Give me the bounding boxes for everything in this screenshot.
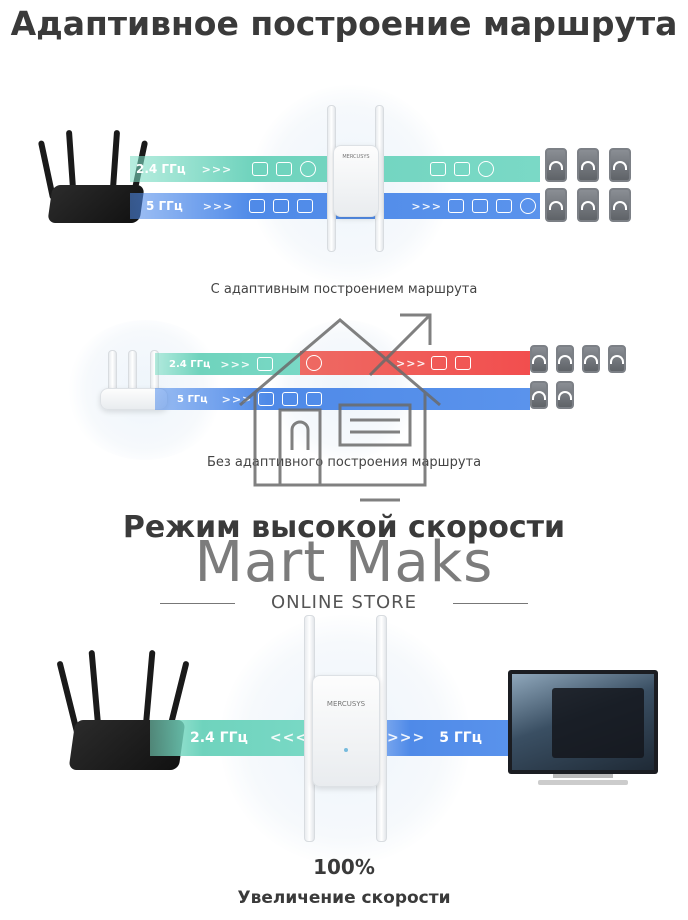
tv-display bbox=[508, 670, 658, 790]
camera-icon bbox=[252, 162, 269, 176]
devices-5 bbox=[545, 188, 631, 222]
band-24-congested: >>> bbox=[300, 351, 530, 375]
mail-icon bbox=[282, 392, 299, 406]
diagram-high-speed: 2.4 ГГц <<< >>> 5 ГГц MERCUSYS 100% Увел… bbox=[0, 610, 688, 920]
extender-brand: MERCUSYS bbox=[326, 700, 366, 708]
cloud-icon bbox=[306, 392, 323, 406]
camera-icon bbox=[430, 356, 447, 370]
diagram2-caption: Без адаптивного построения маршрута bbox=[206, 455, 482, 470]
band-5-row: 5 ГГц >>> bbox=[155, 388, 530, 410]
smartphone-icon bbox=[530, 381, 548, 409]
section-title: Режим высокой скорости bbox=[122, 510, 566, 545]
cloud-icon bbox=[454, 162, 471, 176]
gamepad-icon bbox=[472, 199, 489, 213]
range-extender: MERCUSYS bbox=[300, 615, 390, 845]
band-24-row: 2.4 ГГц <<< bbox=[150, 720, 325, 756]
devices-5 bbox=[530, 381, 574, 409]
camera-icon bbox=[448, 199, 465, 213]
speed-percent: 100% bbox=[313, 855, 375, 879]
smartphone-icon bbox=[608, 345, 626, 373]
diagram1-caption: С адаптивным построением маршрута bbox=[210, 282, 478, 297]
band-5-label: 5 ГГц bbox=[177, 393, 208, 405]
band-5-label: 5 ГГц bbox=[439, 730, 483, 746]
band-24-label: 2.4 ГГц bbox=[190, 730, 248, 746]
smartphone-icon bbox=[609, 188, 631, 222]
smartphone-icon bbox=[582, 345, 600, 373]
smartphone-icon bbox=[556, 345, 574, 373]
cloud-icon bbox=[496, 199, 513, 213]
gamepad-icon bbox=[454, 356, 471, 370]
camera-icon bbox=[257, 357, 274, 371]
main-router bbox=[56, 649, 190, 780]
band-5-label: 5 ГГц bbox=[146, 199, 183, 213]
watermark-line-right bbox=[453, 603, 528, 604]
extender-brand: MERCUSYS bbox=[342, 154, 370, 160]
page-title: Адаптивное построение маршрута bbox=[10, 4, 678, 43]
band-24-label: 2.4 ГГц bbox=[136, 162, 186, 176]
band-5-row: >>> 5 ГГц bbox=[365, 720, 515, 756]
smartphone-icon bbox=[530, 345, 548, 373]
smartphone-icon bbox=[609, 148, 631, 182]
watermark-subtitle: ONLINE STORE bbox=[271, 592, 417, 613]
band-24-row: 2.4 ГГц >>> bbox=[155, 353, 305, 375]
play-icon bbox=[520, 198, 537, 214]
smartphone-icon bbox=[545, 148, 567, 182]
devices-24 bbox=[530, 345, 626, 373]
smartphone-icon bbox=[577, 148, 599, 182]
play-icon bbox=[300, 161, 317, 177]
gamepad-icon bbox=[249, 199, 266, 213]
smartphone-icon bbox=[577, 188, 599, 222]
mail-icon bbox=[430, 162, 447, 176]
band-24-label: 2.4 ГГц bbox=[169, 358, 211, 370]
speed-caption: Увеличение скорости bbox=[237, 888, 451, 908]
tv-screen bbox=[512, 674, 654, 770]
watermark-line-left bbox=[160, 603, 235, 604]
cloud-icon bbox=[297, 199, 314, 213]
diagram-without-adaptive: 2.4 ГГц >>> >>> 5 ГГц >>> Без адаптивног… bbox=[0, 315, 688, 485]
smartphone-icon bbox=[556, 381, 574, 409]
diagram-with-adaptive: 2.4 ГГц >>> 5 ГГц >>> >>> MERCUSYS bbox=[0, 70, 688, 300]
mail-icon bbox=[273, 199, 290, 213]
home-store-logo-icon bbox=[239, 313, 441, 502]
devices-24 bbox=[545, 148, 631, 182]
play-icon bbox=[478, 161, 495, 177]
gamepad-icon bbox=[276, 162, 293, 176]
smartphone-icon bbox=[545, 188, 567, 222]
watermark-brand: Mart Maks bbox=[194, 530, 494, 595]
range-extender: MERCUSYS bbox=[325, 105, 385, 255]
play-icon bbox=[306, 355, 322, 371]
gamepad-icon bbox=[258, 392, 275, 406]
